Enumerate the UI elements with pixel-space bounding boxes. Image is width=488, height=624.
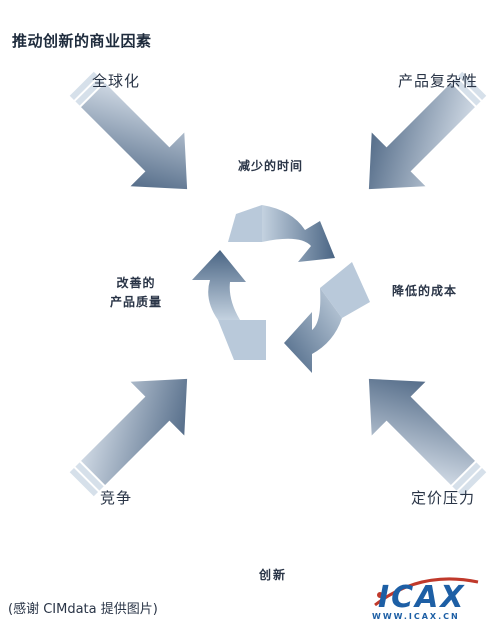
arrow-pricing	[368, 378, 487, 497]
footer-innovation: 创新	[259, 568, 288, 582]
cycle-segment-right-tail	[320, 262, 370, 318]
logo-url: WWW.ICAX.CN	[372, 612, 460, 621]
arrow-complexity	[368, 71, 487, 190]
label-pricing: 定价压力	[411, 489, 476, 507]
label-improved-quality-line2: 产品质量	[109, 295, 162, 309]
logo-main: ICAX	[378, 580, 466, 615]
label-reduced-time: 减少的时间	[238, 159, 304, 173]
image-credit: (感谢 CIMdata 提供图片)	[8, 602, 158, 617]
label-improved-quality-line1: 改善的	[116, 276, 156, 290]
arrow-globalization	[69, 71, 188, 190]
cycle-arrow-right	[284, 288, 342, 373]
cycle-segment-left-tail	[218, 320, 266, 360]
label-competition: 竞争	[100, 489, 133, 507]
cycle-symbol	[192, 205, 370, 373]
label-complexity: 产品复杂性	[398, 72, 479, 90]
page-title: 推动创新的商业因素	[12, 32, 152, 50]
cycle-segment-top-tail	[228, 205, 262, 242]
cycle-arrow-left	[192, 250, 246, 320]
icax-logo	[374, 577, 479, 607]
arrow-competition	[69, 378, 188, 497]
cycle-arrow-top	[262, 205, 335, 262]
label-reduced-cost: 降低的成本	[392, 284, 458, 298]
label-globalization: 全球化	[92, 72, 141, 90]
label-improved-quality: 改善的 产品质量	[100, 274, 172, 312]
